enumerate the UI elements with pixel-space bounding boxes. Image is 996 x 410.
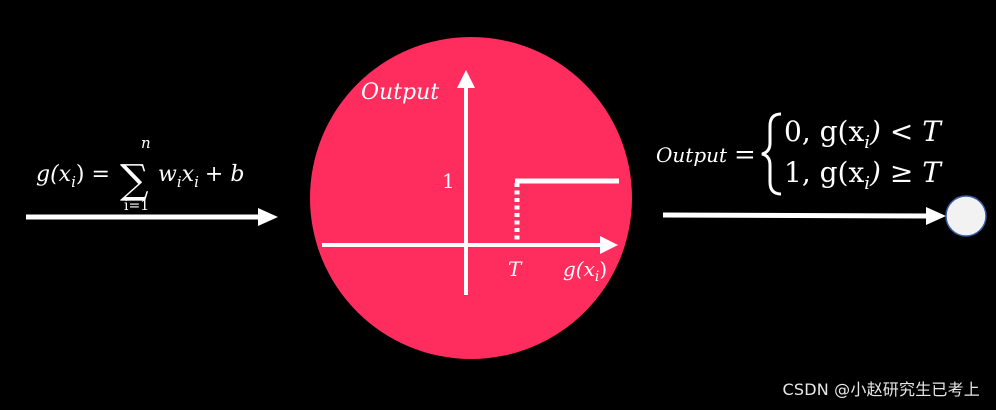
graph-one-label: 1 <box>442 169 455 193</box>
output-arrow <box>662 207 946 225</box>
sum-upper-limit: n <box>141 134 151 152</box>
input-formula-lhs: g(xi) = <box>36 162 110 191</box>
sum-symbol: ∑ <box>120 157 149 203</box>
x-axis-arrowhead <box>600 236 618 254</box>
output-formula-label: Output <box>656 143 728 167</box>
graph-x-label: g(xi) <box>563 257 607 285</box>
graph-y-label: Output <box>361 80 439 105</box>
watermark: CSDN @小赵研究生已考上 <box>782 380 980 399</box>
sum-lower-limit: i=1 <box>124 198 149 214</box>
output-case-1: 0, g(xi) < T <box>784 115 943 153</box>
graph-threshold-label: T <box>508 257 523 281</box>
input-arrow <box>26 208 278 226</box>
output-node <box>945 195 987 237</box>
input-formula: g(xi) = n ∑ i=1 wixi+ b <box>36 134 244 214</box>
neuron-circle <box>310 37 632 359</box>
step-function-graph: Output 1 T g(xi) <box>322 70 619 295</box>
input-formula-terms: wixi+ b <box>158 162 244 191</box>
output-formula: Output = 0, g(xi) < T 1, g(xi) ≥ T <box>656 112 943 196</box>
output-formula-equals: = <box>734 140 756 170</box>
output-case-2: 1, g(xi) ≥ T <box>784 156 943 194</box>
cases-brace <box>761 112 782 196</box>
y-axis-arrowhead <box>457 70 475 88</box>
